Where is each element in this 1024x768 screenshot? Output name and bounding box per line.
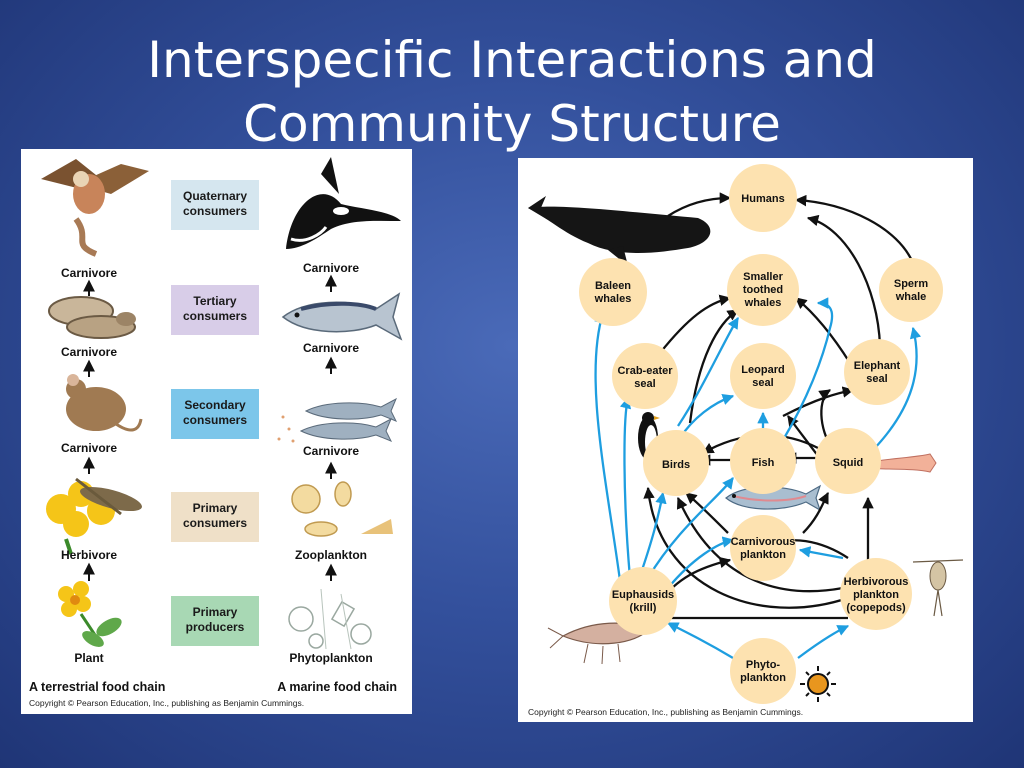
svg-text:Birds: Birds xyxy=(662,459,690,471)
svg-text:Herbivorous: Herbivorous xyxy=(844,576,909,588)
svg-text:Leopard: Leopard xyxy=(741,364,784,376)
left-copyright: Copyright © Pearson Education, Inc., pub… xyxy=(29,698,304,708)
tuna-icon xyxy=(281,292,403,341)
food-web-node-elephant-seal: Elephant seal xyxy=(844,339,910,405)
snake-icon xyxy=(48,296,136,339)
terrestrial-label-3: Herbivore xyxy=(61,548,117,562)
svg-text:producers: producers xyxy=(186,620,245,634)
mouse-icon xyxy=(66,374,143,432)
svg-text:consumers: consumers xyxy=(183,204,247,218)
food-web-node-phytoplankton: Phyto- plankton xyxy=(730,638,796,704)
svg-text:(krill): (krill) xyxy=(630,602,657,614)
marine-label-2: Carnivore xyxy=(303,444,359,458)
marine-label-3: Zooplankton xyxy=(295,548,367,562)
food-web-node-birds: Birds xyxy=(643,430,709,496)
food-chain-figure: Carnivore Carnivore Carnivore xyxy=(29,157,403,708)
hawk-icon xyxy=(41,159,149,257)
svg-text:consumers: consumers xyxy=(183,413,247,427)
svg-text:whales: whales xyxy=(744,297,782,309)
food-web-node-fish: Fish xyxy=(730,428,796,494)
food-web-panel: Humans Baleen whales Smaller toothed wha… xyxy=(518,158,973,722)
food-chain-panel: Carnivore Carnivore Carnivore xyxy=(21,149,412,714)
svg-text:Tertiary: Tertiary xyxy=(193,294,236,308)
marine-label-4: Phytoplankton xyxy=(289,651,372,665)
svg-text:(copepods): (copepods) xyxy=(846,602,906,614)
terrestrial-label-0: Carnivore xyxy=(61,266,117,280)
svg-text:whale: whale xyxy=(895,291,927,303)
svg-text:Baleen: Baleen xyxy=(595,280,631,292)
flower-icon xyxy=(58,581,122,647)
svg-text:plankton: plankton xyxy=(740,672,786,684)
svg-text:seal: seal xyxy=(752,377,773,389)
svg-text:Crab-eater: Crab-eater xyxy=(617,365,673,377)
svg-text:Carnivorous: Carnivorous xyxy=(731,536,796,548)
food-web-node-sperm-whale: Sperm whale xyxy=(879,258,943,322)
svg-text:seal: seal xyxy=(866,373,887,385)
sun-icon xyxy=(800,666,836,702)
slide-title: Interspecific Interactions and Community… xyxy=(0,28,1024,156)
food-web-figure: Humans Baleen whales Smaller toothed wha… xyxy=(528,164,964,717)
svg-text:Phyto-: Phyto- xyxy=(746,659,781,671)
svg-text:Primary: Primary xyxy=(193,605,238,619)
svg-text:Euphausids: Euphausids xyxy=(612,589,674,601)
marine-label-1: Carnivore xyxy=(303,341,359,355)
trophic-level-1: Tertiary consumers xyxy=(171,285,259,335)
svg-text:Elephant: Elephant xyxy=(854,360,901,372)
trophic-level-4: Primary producers xyxy=(171,596,259,646)
svg-text:toothed: toothed xyxy=(743,284,783,296)
zooplankton-icon xyxy=(291,481,393,537)
title-line-1: Interspecific Interactions and xyxy=(147,31,877,89)
svg-text:Primary: Primary xyxy=(193,501,238,515)
food-web-node-carnivorous-plankton: Carnivorous plankton xyxy=(730,515,796,581)
food-web-node-smaller-toothed-whales: Smaller toothed whales xyxy=(727,254,799,326)
food-web-node-leopard-seal: Leopard seal xyxy=(730,343,796,409)
svg-text:Squid: Squid xyxy=(833,457,864,469)
copepod-icon xyxy=(912,559,964,617)
terrestrial-label-1: Carnivore xyxy=(61,345,117,359)
svg-text:consumers: consumers xyxy=(183,516,247,530)
food-web-node-squid: Squid xyxy=(815,428,881,494)
title-line-2: Community Structure xyxy=(243,95,781,153)
svg-text:plankton: plankton xyxy=(853,589,899,601)
terrestrial-label-4: Plant xyxy=(74,651,103,665)
food-web-node-baleen-whales: Baleen whales xyxy=(579,258,647,326)
right-copyright: Copyright © Pearson Education, Inc., pub… xyxy=(528,707,803,717)
svg-text:Humans: Humans xyxy=(741,193,784,205)
grasshopper-icon xyxy=(46,477,142,555)
svg-text:consumers: consumers xyxy=(183,309,247,323)
food-web-node-humans: Humans xyxy=(729,164,797,232)
svg-text:whales: whales xyxy=(594,293,632,305)
svg-text:Smaller: Smaller xyxy=(743,271,783,283)
whale-icon xyxy=(528,196,711,266)
svg-text:seal: seal xyxy=(634,378,655,390)
svg-text:Fish: Fish xyxy=(752,457,775,469)
terrestrial-label-2: Carnivore xyxy=(61,441,117,455)
food-web-node-herbivorous-plankton: Herbivorous plankton (copepods) xyxy=(840,558,912,630)
trophic-level-0: Quaternary consumers xyxy=(171,180,259,230)
svg-text:Sperm: Sperm xyxy=(894,278,928,290)
food-web-node-euphausids: Euphausids (krill) xyxy=(609,567,677,635)
marine-caption: A marine food chain xyxy=(277,680,397,694)
orca-icon xyxy=(286,157,401,249)
terrestrial-caption: A terrestrial food chain xyxy=(29,680,165,694)
phytoplankton-icon xyxy=(288,588,372,650)
svg-text:Secondary: Secondary xyxy=(184,398,246,412)
trophic-level-3: Primary consumers xyxy=(171,492,259,542)
svg-text:Quaternary: Quaternary xyxy=(183,189,247,203)
svg-text:plankton: plankton xyxy=(740,549,786,561)
trophic-level-2: Secondary consumers xyxy=(171,389,259,439)
food-web-node-crab-eater-seal: Crab-eater seal xyxy=(612,343,678,409)
marine-label-0: Carnivore xyxy=(303,261,359,275)
small-fish-icon xyxy=(277,397,398,443)
